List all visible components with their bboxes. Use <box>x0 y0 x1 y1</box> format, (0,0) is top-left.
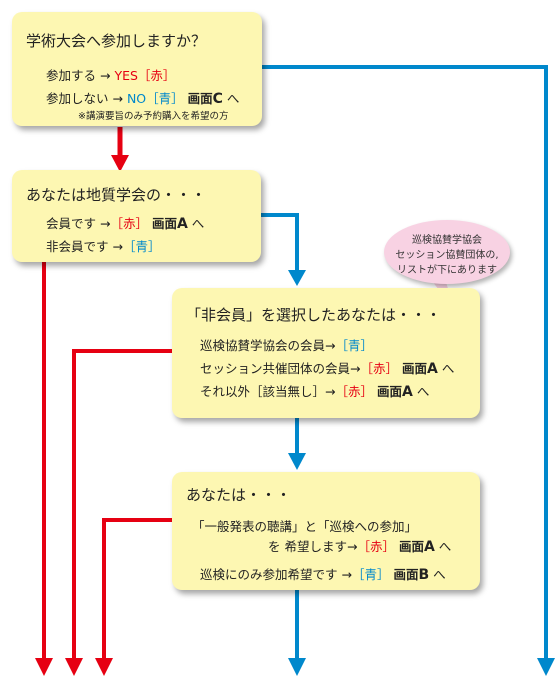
member-option: 会員です →［赤］ 画面A へ <box>46 213 204 232</box>
tour-only-text: 巡検にのみ参加希望です → <box>200 567 352 582</box>
general-target-letter: A <box>423 539 435 555</box>
general-and-tour-text: を 希望します→ <box>268 539 358 554</box>
general-and-tour-line1: 「一般発表の聴講」と「巡検への参加」 <box>192 519 418 534</box>
box3-red-arrow <box>72 349 172 658</box>
abstract-note: ※講演要旨のみ予約購入を希望の方 <box>78 111 229 122</box>
participation-box: 学術大会へ参加しますか？ 参加する → YES［赤］ 参加しない → NO［青］… <box>12 12 262 126</box>
session-target-letter: A <box>427 361 438 377</box>
nonmember-to-box3-arrow <box>261 213 299 272</box>
arrowhead-red-3 <box>95 658 113 676</box>
bubble-line-3: リストが下にあります <box>397 265 497 276</box>
sponsor-member-option: 巡検協賛学協会の会員→［青］ <box>200 335 373 354</box>
membership-box: あなたは地質学会の・・・ 会員です →［赤］ 画面A へ 非会員です →［青］ <box>12 170 261 262</box>
general-target-suffix: へ <box>438 539 452 554</box>
arrowhead-red-box2 <box>111 155 129 172</box>
nonmember-option-text: 非会員です → <box>46 239 123 254</box>
no-target-suffix: へ <box>226 91 240 106</box>
arrowhead-red-2 <box>65 658 83 676</box>
participation-type-box: あなたは・・・ 「一般発表の聴講」と「巡検への参加」 を 希望します→［赤］ 画… <box>172 472 480 590</box>
other-target-screen: 画面 <box>376 384 402 399</box>
member-target-screen: 画面 <box>151 216 177 231</box>
other-option-text: それ以外［該当無し］→ <box>200 384 336 399</box>
nonmember-choice: ［青］ <box>122 239 161 254</box>
tour-only-choice: ［青］ <box>351 567 390 582</box>
arrowhead-blue-box4 <box>288 453 306 470</box>
arrowhead-red-1 <box>35 658 53 676</box>
tour-target-suffix: へ <box>433 567 446 582</box>
member-choice: ［赤］ <box>110 216 148 231</box>
tour-only-option: 巡検にのみ参加希望です →［青］ 画面B へ <box>200 564 446 583</box>
tour-target-screen: 画面 <box>393 567 419 582</box>
arrowhead-blue-box3 <box>288 270 306 286</box>
bubble-line-1: 巡検協賛学協会 <box>412 235 482 246</box>
bubble-line-2: セッション協賛団体の, <box>395 250 499 261</box>
other-target-letter: A <box>402 384 413 400</box>
nonmember-option: 非会員です →［青］ <box>46 236 160 255</box>
general-and-tour-choice: ［赤］ <box>357 539 395 554</box>
other-option: それ以外［該当無し］→［赤］ 画面A へ <box>200 381 429 400</box>
yes-choice: YES［赤］ <box>114 68 176 83</box>
no-target-screen: 画面 <box>187 91 213 106</box>
arrowhead-blue-c <box>537 658 555 676</box>
no-target-letter: C <box>212 91 223 107</box>
box4-red-arrow <box>102 518 172 658</box>
other-target-suffix: へ <box>416 384 430 399</box>
yes-option-text: 参加する → <box>46 68 111 83</box>
member-option-text: 会員です → <box>46 216 111 231</box>
no-to-screen-c-arrow <box>262 65 548 658</box>
session-member-option: セッション共催団体の会員→［赤］ 画面A へ <box>200 358 454 377</box>
general-target-screen: 画面 <box>398 539 424 554</box>
general-and-tour-option: を 希望します→［赤］ 画面A へ <box>268 536 451 555</box>
no-choice: NO［青］ <box>126 91 184 106</box>
sponsor-member-text: 巡検協賛学協会の会員→ <box>200 338 336 353</box>
arrowhead-blue-b <box>288 658 306 676</box>
member-target-suffix: へ <box>191 216 205 231</box>
nonmember-question: 「非会員」を選択したあなたは・・・ <box>186 306 442 324</box>
no-option: 参加しない → NO［青］ 画面C へ <box>46 88 239 107</box>
session-member-choice: ［赤］ <box>360 361 398 376</box>
other-choice: ［赤］ <box>335 384 373 399</box>
member-target-letter: A <box>176 216 188 232</box>
nonmember-box: 「非会員」を選択したあなたは・・・ 巡検協賛学協会の会員→［青］ セッション共催… <box>172 288 480 418</box>
sponsor-member-choice: ［青］ <box>335 338 373 353</box>
session-target-suffix: へ <box>441 361 455 376</box>
yes-option: 参加する → YES［赤］ <box>46 65 175 84</box>
tour-target-letter: B <box>418 567 430 583</box>
sponsor-list-bubble: 巡検協賛学協会 セッション協賛団体の, リストが下にあります <box>384 220 510 284</box>
session-target-screen: 画面 <box>401 361 427 376</box>
session-member-text: セッション共催団体の会員→ <box>200 361 361 376</box>
membership-question: あなたは地質学会の・・・ <box>26 186 207 204</box>
participation-type-question: あなたは・・・ <box>186 486 292 504</box>
no-option-text: 参加しない → <box>46 91 123 106</box>
participation-question: 学術大会へ参加しますか？ <box>26 32 207 50</box>
